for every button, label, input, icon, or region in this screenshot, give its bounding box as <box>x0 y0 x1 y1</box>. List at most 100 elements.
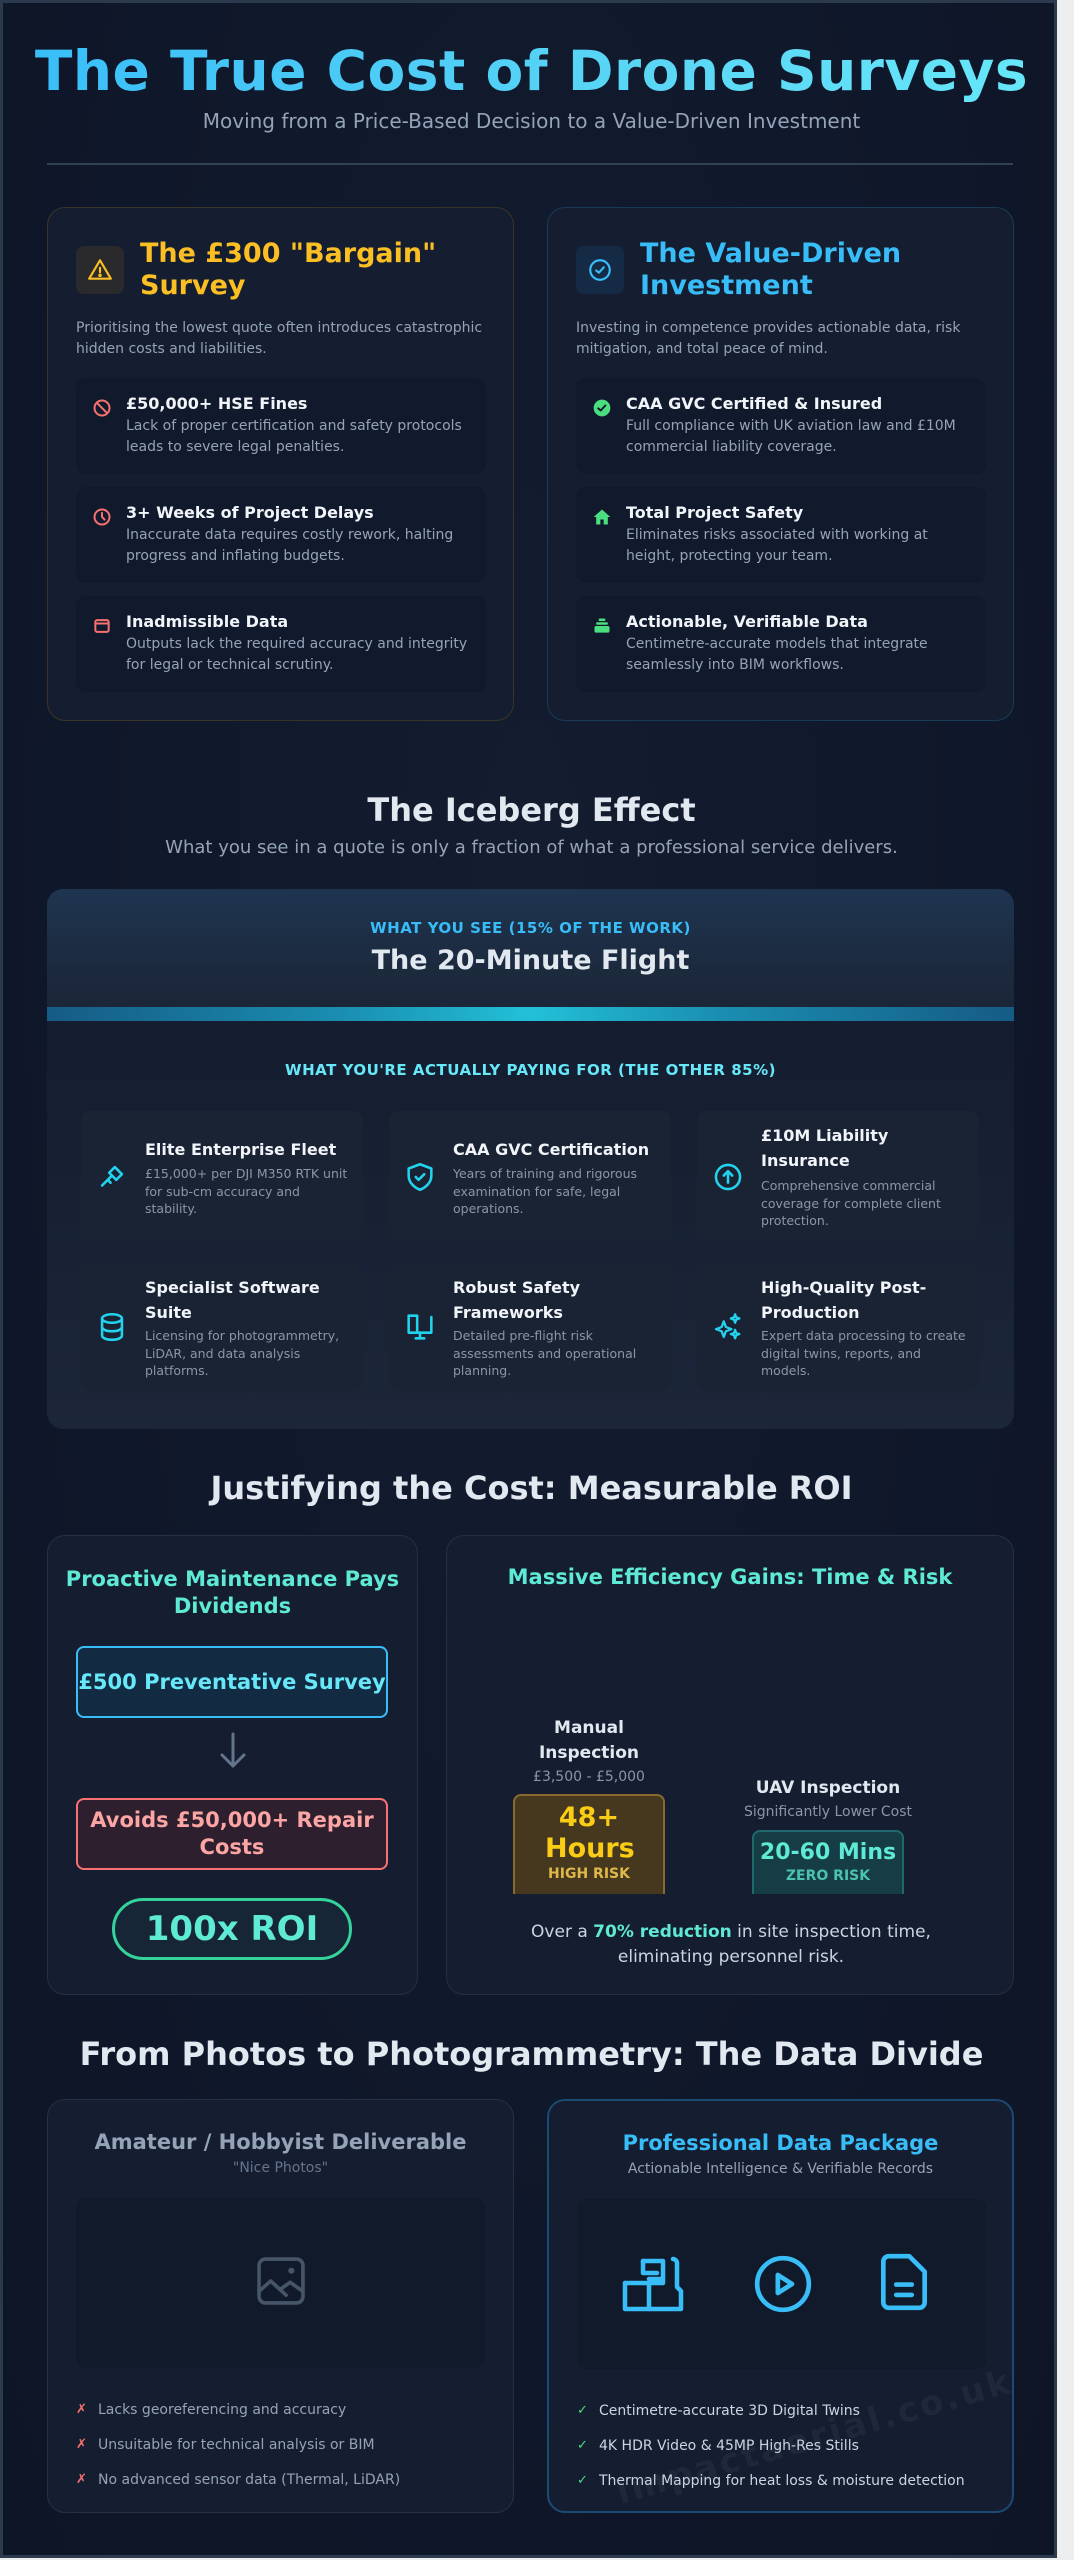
amateur-list: ✗Lacks georeferencing and accuracy ✗Unsu… <box>76 2392 400 2497</box>
item-title: £50,000+ HSE Fines <box>126 394 308 413</box>
professional-list: ✓Centimetre-accurate 3D Digital Twins ✓4… <box>577 2393 965 2498</box>
iceberg-tile: Elite Enterprise Fleet £15,000+ per DJI … <box>81 1111 363 1243</box>
list-item: 3+ Weeks of Project Delays Inaccurate da… <box>76 487 486 583</box>
tile-title: Elite Enterprise Fleet <box>145 1140 337 1159</box>
x-mark-icon: ✗ <box>76 2437 87 2452</box>
3d-model-icon <box>619 2253 685 2319</box>
professional-subtitle: Actionable Intelligence & Verifiable Rec… <box>627 2161 934 2177</box>
stack-icon <box>592 616 612 636</box>
item-text: 4K HDR Video & 45MP High-Res Stills <box>599 2437 859 2454</box>
check-mark-icon: ✓ <box>577 2438 588 2453</box>
efficiency-note: Over a 70% reduction in site inspection … <box>487 1920 975 1970</box>
tile-title: Robust Safety Frameworks <box>453 1278 581 1322</box>
visible-label: WHAT YOU SEE (15% OF THE WORK) <box>370 919 691 937</box>
bar-cost: Significantly Lower Cost <box>743 1804 913 1820</box>
list-item: CAA GVC Certified & Insured Full complia… <box>576 378 986 474</box>
play-circle-icon <box>752 2253 814 2319</box>
item-text: Lacks georeferencing and accuracy <box>98 2401 347 2418</box>
tile-text: Expert data processing to create digital… <box>761 1328 966 1378</box>
drone-icon <box>95 1160 129 1194</box>
iceberg-subtitle: What you see in a quote is only a fracti… <box>165 837 898 858</box>
item-title: Total Project Safety <box>626 503 804 522</box>
item-text: Centimetre-accurate 3D Digital Twins <box>599 2402 860 2419</box>
list-item: ✗No advanced sensor data (Thermal, LiDAR… <box>76 2462 400 2497</box>
hidden-label: WHAT YOU'RE ACTUALLY PAYING FOR (THE OTH… <box>285 1061 776 1079</box>
x-mark-icon: ✗ <box>76 2472 87 2487</box>
amateur-subtitle: "Nice Photos" <box>232 2160 329 2176</box>
iceberg-tile: £10M Liability Insurance Comprehensive c… <box>697 1111 979 1243</box>
item-title: CAA GVC Certified & Insured <box>626 394 883 413</box>
window-icon <box>92 616 112 636</box>
home-icon <box>592 507 612 527</box>
professional-preview <box>577 2199 986 2369</box>
check-circle-icon <box>576 246 624 294</box>
tile-text: Detailed pre-flight risk assessments and… <box>453 1328 637 1378</box>
maintenance-title: Proactive Maintenance Pays Dividends <box>65 1567 400 1618</box>
professional-title: Professional Data Package <box>622 2131 939 2155</box>
iceberg-visible-section: WHAT YOU SEE (15% OF THE WORK) The 20-Mi… <box>47 889 1014 1007</box>
iceberg-tile: CAA GVC Certification Years of training … <box>389 1111 671 1243</box>
list-item: Actionable, Verifiable Data Centimetre-a… <box>576 596 986 692</box>
list-item: £50,000+ HSE Fines Lack of proper certif… <box>76 378 486 474</box>
tile-title: High-Quality Post-Production <box>761 1278 927 1322</box>
item-title: Actionable, Verifiable Data <box>626 612 868 631</box>
list-item: ✓ 4K HDR Video & 45MP High-Res Stills <box>577 2428 965 2463</box>
tile-title: Specialist Software Suite <box>145 1278 320 1322</box>
list-item: Inadmissible Data Outputs lack the requi… <box>76 596 486 692</box>
card-title: The £300 "Bargain" Survey <box>140 238 437 301</box>
iceberg-panel: WHAT YOU SEE (15% OF THE WORK) The 20-Mi… <box>47 889 1014 1429</box>
bargain-survey-card: The £300 "Bargain" Survey Prioritising t… <box>47 207 514 721</box>
shield-check-icon <box>403 1160 437 1194</box>
visible-title: The 20-Minute Flight <box>371 945 690 976</box>
page-subtitle: Moving from a Price-Based Decision to a … <box>202 109 861 133</box>
arrow-up-circle-icon <box>711 1160 745 1194</box>
monitor-icon <box>403 1310 437 1344</box>
risk-label: ZERO RISK <box>785 1868 871 1884</box>
card-description: Prioritising the lowest quote often intr… <box>76 320 483 357</box>
bar-name: Manual Inspection <box>538 1718 640 1763</box>
clock-icon <box>92 507 112 527</box>
list-item: ✗ Lacks georeferencing and accuracy <box>76 2392 400 2427</box>
note-text: in site inspection time, eliminating per… <box>617 1922 931 1967</box>
check-mark-icon: ✓ <box>577 2473 588 2488</box>
avoided-cost-box: Avoids £50,000+ Repair Costs <box>76 1798 388 1870</box>
amateur-deliverable-card: Amateur / Hobbyist Deliverable "Nice Pho… <box>47 2099 514 2513</box>
tile-title: £10M Liability Insurance <box>761 1126 889 1170</box>
item-text: Thermal Mapping for heat loss & moisture… <box>599 2472 965 2489</box>
image-icon <box>250 2250 312 2316</box>
note-text: Over a <box>531 1922 594 1942</box>
amateur-preview <box>76 2198 485 2368</box>
list-item: Total Project Safety Eliminates risks as… <box>576 487 986 583</box>
value-investment-card: The Value-Driven Investment Investing in… <box>547 207 1014 721</box>
iceberg-title: The Iceberg Effect <box>367 791 696 829</box>
sparkles-icon <box>711 1310 745 1344</box>
list-item: ✓Centimetre-accurate 3D Digital Twins <box>577 2393 965 2428</box>
amateur-title: Amateur / Hobbyist Deliverable <box>94 2130 467 2154</box>
x-mark-icon: ✗ <box>76 2402 87 2417</box>
efficiency-title: Massive Efficiency Gains: Time & Risk <box>507 1565 953 1589</box>
iceberg-tile: High-Quality Post-Production Expert data… <box>697 1263 979 1391</box>
tile-text: Comprehensive commercial coverage for co… <box>761 1178 941 1228</box>
bar-value: 20-60 Mins <box>759 1840 897 1865</box>
roi-title: Justifying the Cost: Measurable ROI <box>210 1469 853 1507</box>
item-text: Full compliance with UK aviation law and… <box>626 418 956 455</box>
document-icon <box>877 2251 931 2317</box>
iceberg-tile: Specialist Software Suite Licensing for … <box>81 1263 363 1391</box>
arrow-down-icon <box>216 1730 250 1772</box>
item-text: Eliminates risks associated with working… <box>626 527 928 564</box>
roi-badge: 100x ROI <box>112 1898 352 1960</box>
item-title: 3+ Weeks of Project Delays <box>126 503 374 522</box>
uav-inspection-bar: 20-60 Mins ZERO RISK <box>752 1830 904 1894</box>
tile-text: Years of training and rigorous examinati… <box>453 1166 638 1216</box>
risk-label: HIGH RISK <box>548 1866 630 1882</box>
data-divide-title: From Photos to Photogrammetry: The Data … <box>79 2035 984 2073</box>
item-text: Lack of proper certification and safety … <box>126 418 462 455</box>
maintenance-card: Proactive Maintenance Pays Dividends £50… <box>47 1535 418 1995</box>
card-title: The Value-Driven Investment <box>640 238 902 301</box>
card-description: Investing in competence provides actiona… <box>576 320 961 357</box>
item-title: Inadmissible Data <box>126 612 289 631</box>
list-item: ✓ Thermal Mapping for heat loss & moistur… <box>577 2463 965 2498</box>
iceberg-tile: Robust Safety Frameworks Detailed pre-fl… <box>389 1263 671 1391</box>
note-highlight: 70% reduction <box>593 1922 732 1942</box>
